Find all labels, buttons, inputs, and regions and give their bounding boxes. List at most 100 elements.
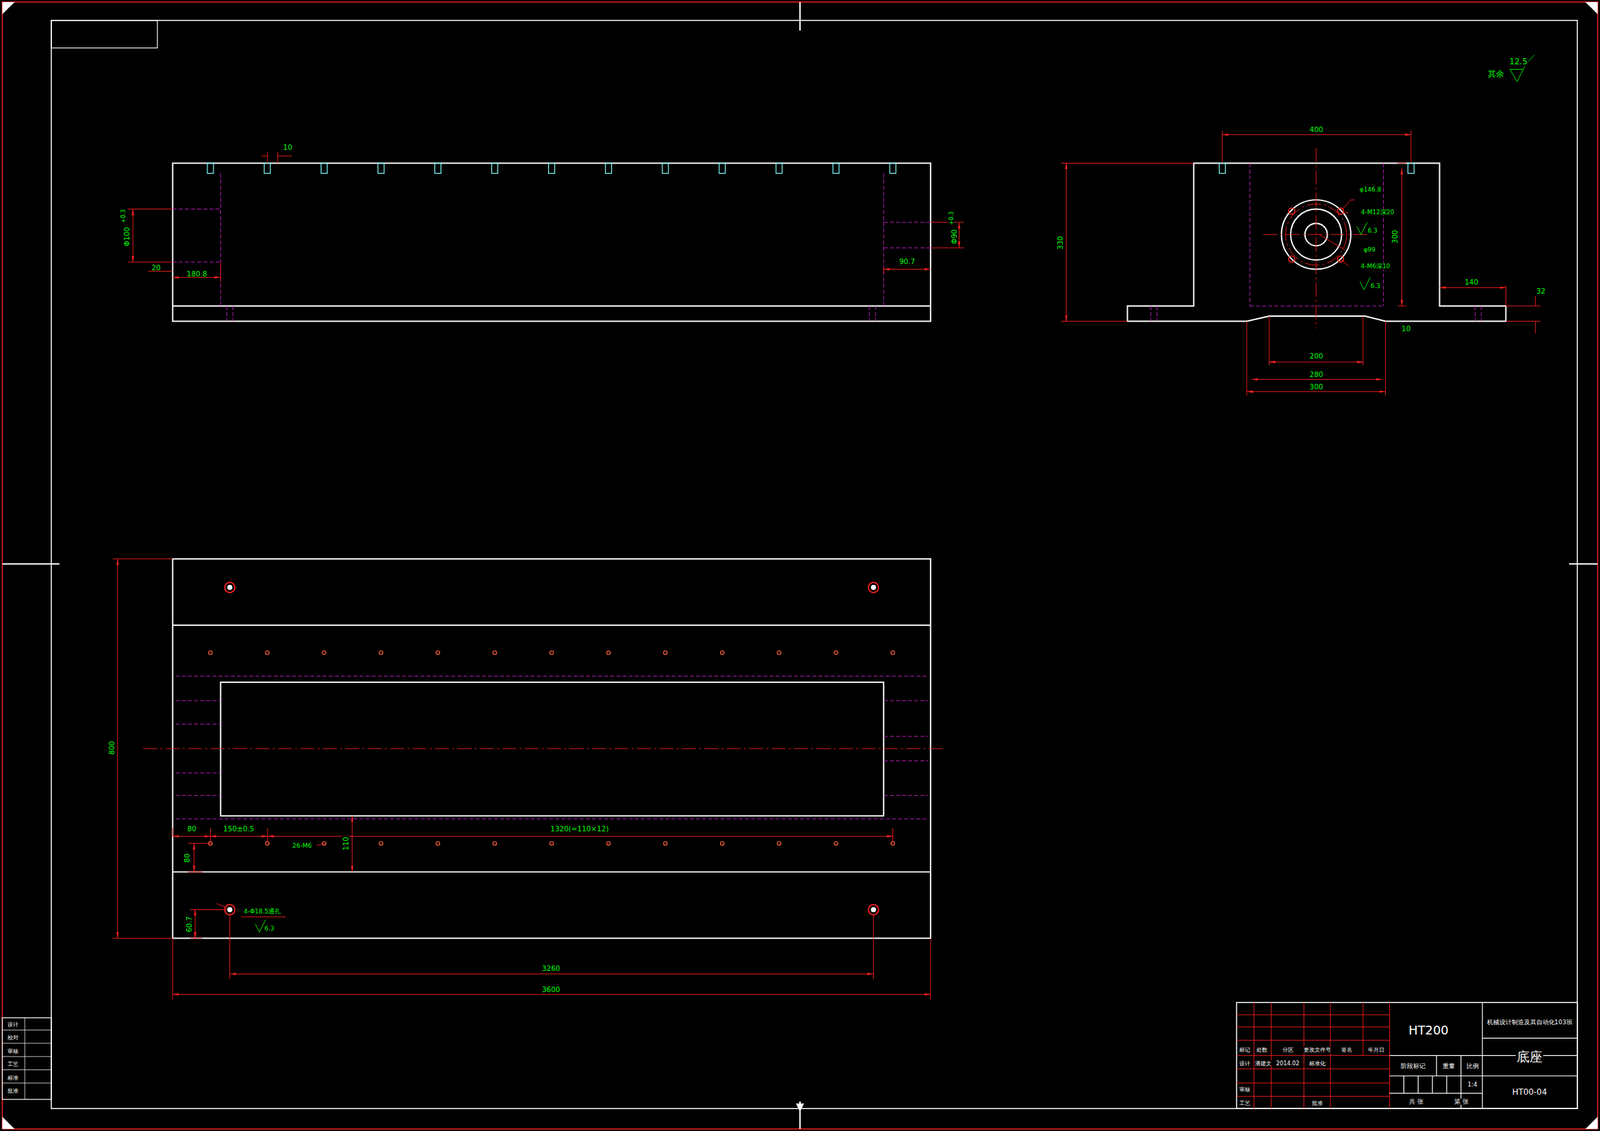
table-cell: 标准	[6, 1074, 20, 1080]
table-cell: 比例	[1465, 1063, 1480, 1070]
roughness: 6.3	[1366, 227, 1378, 234]
drawing-rect	[264, 162, 271, 174]
drawing-path	[1127, 162, 1506, 321]
drawing-circle	[379, 841, 383, 846]
drawing-rect	[889, 162, 896, 174]
drawing-rect	[1219, 162, 1226, 174]
drawing-path	[172, 173, 931, 321]
table-cell: 审核	[6, 1048, 20, 1054]
drawing-rect	[1236, 1002, 1578, 1109]
drawing-circle	[663, 650, 668, 655]
drawing-path	[1319, 199, 1356, 267]
drawing-rect	[320, 162, 328, 174]
drawing-line	[1066, 162, 1067, 321]
drawing-circle	[208, 650, 213, 655]
drawing-line	[1269, 362, 1364, 363]
drawing-path	[2, 1018, 52, 1100]
table-cell: 1:4	[1466, 1081, 1478, 1089]
drawing-circle	[606, 841, 610, 846]
drawing-circle	[777, 650, 781, 655]
dimension: 180.8	[186, 269, 209, 277]
drawing-circle	[265, 650, 269, 655]
dimension: 300	[1391, 229, 1399, 245]
dimension: 3260	[541, 964, 562, 972]
drawing-line	[1246, 391, 1386, 393]
drawing-rect	[605, 162, 612, 174]
dimension: 80	[186, 825, 198, 833]
drawing-circle	[227, 907, 232, 913]
table-cell: 潘建文	[1254, 1060, 1273, 1067]
drawing-rect	[719, 162, 726, 174]
roughness: 6.3	[264, 925, 276, 932]
drawing-rect	[220, 682, 884, 816]
drawing-path	[216, 843, 325, 918]
drawing-circle	[492, 650, 497, 655]
drawing-path	[1263, 147, 1370, 329]
drawing-path	[1236, 1002, 1390, 1109]
drawing-line	[229, 973, 874, 975]
dimension: 10	[282, 143, 293, 150]
drawing-line	[172, 994, 931, 996]
roughness: 12.5	[1508, 58, 1529, 67]
drawing-path	[795, 1103, 805, 1113]
table-cell: 第 张	[1453, 1099, 1470, 1106]
drawing-number: HT00-04	[1511, 1088, 1548, 1098]
callout: 4-M6深10	[1360, 263, 1392, 270]
tolerance: +0.3	[120, 208, 126, 224]
dimension: 60.7	[185, 915, 193, 933]
dimension: 400	[1309, 125, 1325, 133]
drawing-circle	[549, 841, 553, 846]
table-cell: 重量	[1441, 1063, 1456, 1070]
drawing-rect	[832, 162, 840, 174]
table-cell: 分区	[1281, 1047, 1295, 1053]
drawing-line	[132, 209, 134, 263]
drawing-path	[127, 209, 965, 282]
table-cell: 工艺	[6, 1061, 20, 1067]
table-cell: 审核	[1238, 1086, 1251, 1093]
table-cell: 批准	[1311, 1100, 1324, 1106]
drawing-circle	[834, 841, 838, 846]
drawing-line	[210, 836, 267, 837]
drawing-rect	[172, 162, 931, 321]
drawing-path	[1061, 130, 1542, 397]
drawing-circle	[868, 904, 879, 915]
table-cell: 年月日	[1367, 1047, 1386, 1053]
drawing-line	[1222, 134, 1412, 135]
drawing-line	[172, 277, 221, 278]
callout: φ146.8	[1359, 186, 1382, 193]
table-cell: 共 张	[1408, 1099, 1425, 1106]
drawing-line	[1251, 379, 1383, 380]
table-cell: 处数	[1255, 1047, 1269, 1053]
drawing-circle	[322, 650, 326, 655]
table-cell: 2014.02	[1275, 1060, 1301, 1067]
table-cell: 校对	[6, 1034, 20, 1041]
table-cell: 更改文件号	[1302, 1047, 1332, 1053]
drawing-path	[261, 151, 293, 163]
drawing-circle	[549, 650, 553, 655]
drawing-circle	[871, 907, 876, 913]
table-cell: 签名	[1340, 1047, 1353, 1053]
drawing-circle	[868, 582, 879, 593]
dimension: Φ100	[123, 226, 131, 248]
material: HT200	[1407, 1024, 1449, 1037]
drawing-path	[112, 559, 931, 1000]
drawing-path	[1389, 1002, 1578, 1109]
dimension: 110	[342, 836, 350, 852]
drawing-line	[172, 305, 931, 307]
drawing-line	[193, 843, 195, 873]
dimension: 330	[1056, 235, 1064, 251]
table-cell: 标准化	[1308, 1060, 1327, 1067]
drawing-rect	[2, 1018, 52, 1100]
drawing-line	[195, 910, 196, 939]
drawing-rect	[51, 20, 1578, 1109]
drawing-circle	[891, 650, 895, 655]
drawing-line	[143, 748, 944, 750]
dimension: 20	[150, 263, 161, 271]
drawing-rect	[377, 162, 384, 174]
table-cell: 批准	[6, 1088, 20, 1094]
drawing-rect	[548, 162, 556, 174]
dimension: Φ90	[950, 228, 958, 245]
